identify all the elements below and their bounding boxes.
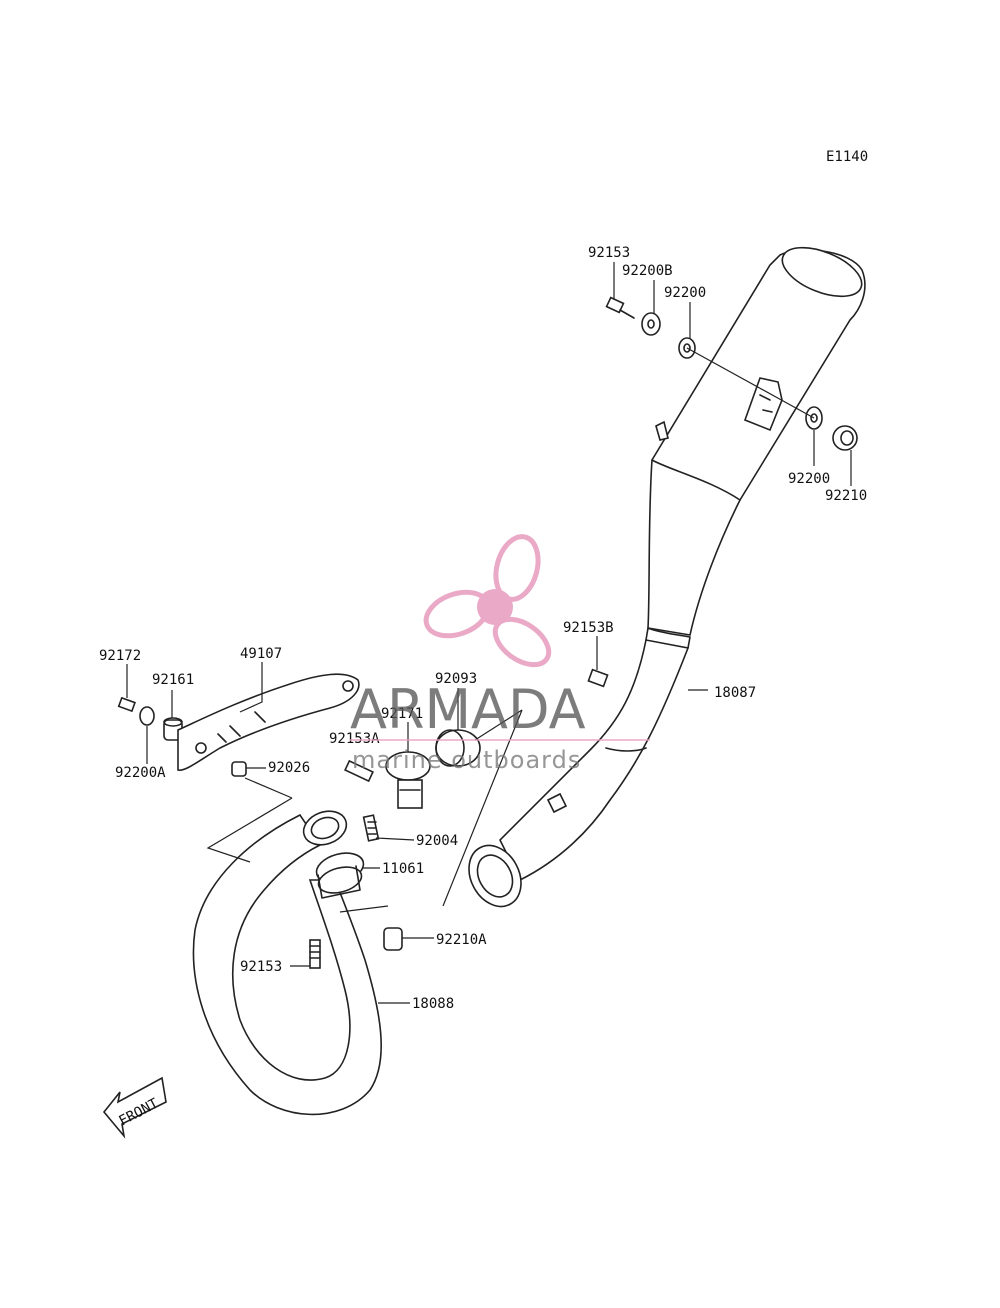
exhaust-pipe-18088 <box>192 810 382 1116</box>
washer-92200A <box>139 706 155 726</box>
label-92171: 92171 <box>381 706 423 722</box>
label-18088: 18088 <box>412 996 454 1012</box>
bracket-49107 <box>177 673 360 771</box>
muffler-18087 <box>468 246 866 908</box>
bolt-92153A <box>344 759 374 783</box>
assembly-lines <box>206 347 815 913</box>
label-92172: 92172 <box>99 648 141 664</box>
label-92153-bottom: 92153 <box>240 959 282 975</box>
leader-lines <box>126 262 852 1004</box>
label-92210A: 92210A <box>436 932 487 948</box>
watermark-brand: ARMADA <box>350 678 586 741</box>
label-92026: 92026 <box>268 760 310 776</box>
label-92004: 92004 <box>416 833 458 849</box>
label-92210: 92210 <box>825 488 867 504</box>
bolt-92153-bottom <box>309 939 321 969</box>
label-92161: 92161 <box>152 672 194 688</box>
clamp-92171 <box>385 751 431 809</box>
gasket-92093 <box>435 729 481 767</box>
part-labels: 92153 92200B 92200 92200 92210 92153B 18… <box>99 245 867 1012</box>
front-arrow-icon: FRONT <box>102 1076 167 1139</box>
bolt-92172 <box>117 696 136 713</box>
bolt-92153B <box>587 668 609 688</box>
label-92200-top: 92200 <box>664 285 706 301</box>
label-92153-top: 92153 <box>588 245 630 261</box>
label-92200A: 92200A <box>115 765 166 781</box>
label-92200-right: 92200 <box>788 471 830 487</box>
watermark-tagline: marine outboards <box>352 746 581 774</box>
nut-92210A <box>383 927 403 951</box>
label-49107: 49107 <box>240 646 282 662</box>
label-18087: 18087 <box>714 685 756 701</box>
label-92153A: 92153A <box>329 731 380 747</box>
propeller-logo-icon <box>423 534 552 668</box>
label-92093: 92093 <box>435 671 477 687</box>
nut-92210 <box>832 425 858 451</box>
bolt-92153-top <box>605 296 635 319</box>
label-92153B: 92153B <box>563 620 614 636</box>
washer-92200B <box>641 312 661 336</box>
collar-92026 <box>231 761 247 777</box>
label-11061: 11061 <box>382 861 424 877</box>
diagram-code: E1140 <box>826 149 868 165</box>
label-92200B: 92200B <box>622 263 673 279</box>
armada-watermark: ARMADA marine outboards <box>350 534 650 774</box>
fasteners <box>117 296 858 969</box>
stud-92004 <box>362 814 380 842</box>
